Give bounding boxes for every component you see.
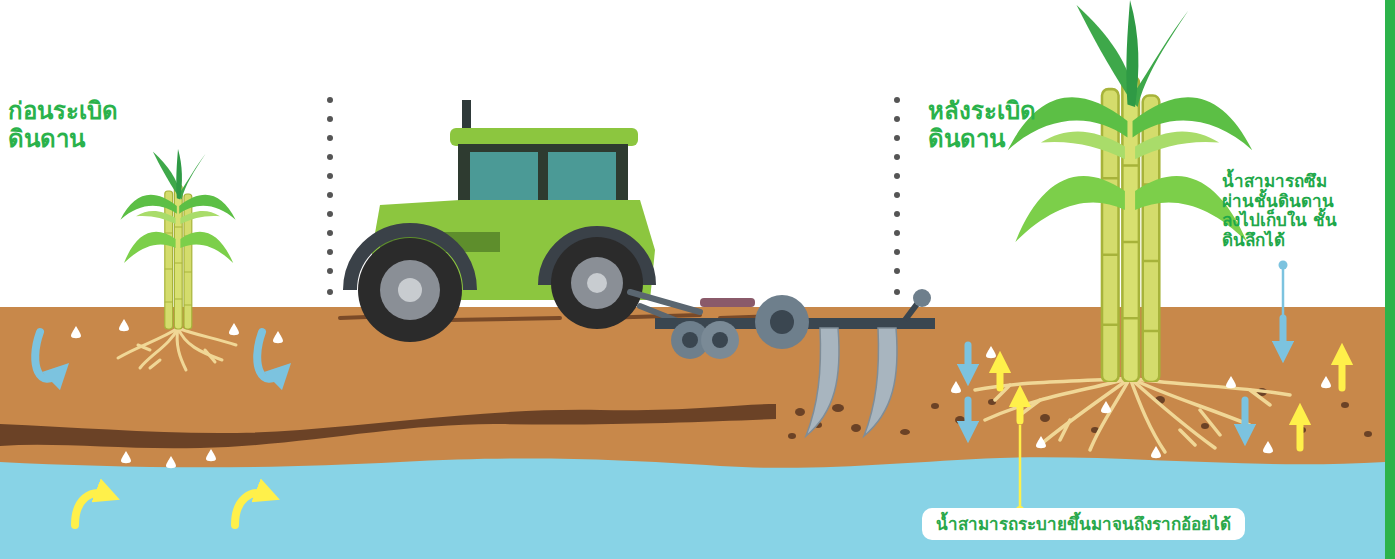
section-heading: ก่อนระเบิด ดินดาน bbox=[8, 98, 122, 153]
side-bar bbox=[1385, 0, 1395, 559]
section-heading: หลังระเบิด ดินดาน bbox=[928, 98, 1040, 153]
water-flow-arrows bbox=[968, 318, 1342, 448]
water-flow-arrows bbox=[35, 332, 282, 525]
small-sugarcane bbox=[120, 149, 235, 329]
callout-note: น้ำสามารถซึม ผ่านชั้นดินดาน ลงไปเก็บใน ช… bbox=[1222, 172, 1338, 250]
leader-line bbox=[1016, 261, 1288, 515]
cane-roots bbox=[118, 328, 236, 370]
cane-roots bbox=[975, 378, 1290, 452]
hardpan-layer bbox=[0, 404, 776, 448]
water-drops bbox=[71, 319, 1331, 468]
groundwater bbox=[0, 457, 1385, 559]
subsoiler bbox=[630, 289, 935, 436]
callout-box: น้ำสามารถระบายขึ้นมาจนถึงรากอ้อยได้ bbox=[922, 508, 1245, 540]
large-sugarcane bbox=[1008, 0, 1252, 382]
callout-text: น้ำสามารถระบายขึ้นมาจนถึงรากอ้อยได้ bbox=[936, 513, 1231, 535]
tractor bbox=[350, 100, 655, 342]
